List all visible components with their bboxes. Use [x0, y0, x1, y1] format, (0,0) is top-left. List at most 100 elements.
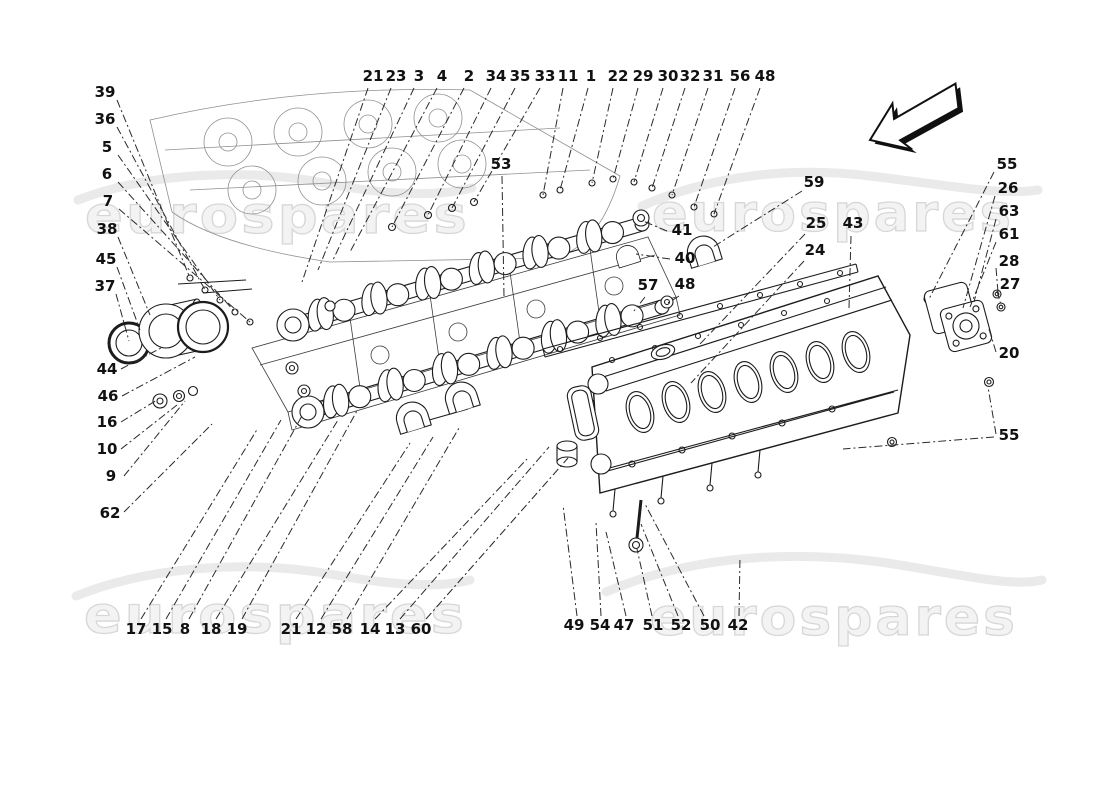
leader-line-7	[118, 208, 251, 323]
part-number-label-40: 40	[675, 249, 696, 267]
part-number-label-14: 14	[360, 620, 381, 638]
part-number-label-1: 1	[586, 67, 596, 85]
watermark-swoosh	[601, 551, 1047, 597]
leader-line-17	[140, 427, 259, 620]
part-number-label-31: 31	[703, 67, 724, 85]
part-number-label-10: 10	[97, 440, 118, 458]
part-number-label-12: 12	[306, 620, 327, 638]
exhaust-flange	[923, 281, 1006, 353]
part-number-label-15: 15	[152, 620, 173, 638]
part-number-label-16: 16	[97, 413, 118, 431]
leader-line-54	[595, 521, 602, 617]
leader-line-27	[996, 290, 1002, 306]
part-number-label-18: 18	[201, 620, 222, 638]
leader-line-41	[642, 220, 668, 232]
part-number-label-60: 60	[411, 620, 432, 638]
part-number-label-35: 35	[510, 67, 531, 85]
leader-line-13	[399, 446, 550, 620]
leader-line-60	[425, 457, 569, 620]
leader-line-33	[473, 87, 541, 203]
part-number-label-49: 49	[564, 616, 585, 634]
part-number-label-37: 37	[95, 277, 116, 295]
leader-line-6	[117, 181, 236, 313]
part-number-label-20: 20	[999, 344, 1020, 362]
leader-line-20	[988, 328, 997, 353]
watermark-swoosh	[637, 167, 1043, 211]
part-number-label-33: 33	[535, 67, 556, 85]
part-number-label-61: 61	[999, 225, 1020, 243]
leader-line-40	[635, 253, 671, 260]
part-number-label-46: 46	[98, 387, 119, 405]
leader-line-53	[501, 175, 505, 298]
part-number-label-26: 26	[998, 179, 1019, 197]
leader-line-16	[120, 399, 158, 423]
camshaft-lower	[291, 299, 670, 429]
part-number-label-5: 5	[102, 138, 112, 156]
part-number-label-41: 41	[672, 221, 693, 239]
part-number-label-54: 54	[590, 616, 611, 634]
bearing-caps	[395, 235, 723, 435]
watermark-text: eurospares	[650, 588, 1018, 648]
leader-line-45	[116, 266, 141, 331]
leader-line-48	[713, 87, 761, 215]
leader-line-19	[241, 408, 359, 620]
leader-line-35	[451, 87, 516, 209]
part-number-label-34: 34	[486, 67, 507, 85]
part-number-label-2: 2	[464, 67, 474, 85]
part-number-label-48: 48	[675, 275, 696, 293]
leader-line-55	[928, 171, 995, 300]
part-number-label-44: 44	[97, 360, 118, 378]
leader-line-39	[116, 99, 191, 279]
oil-seal-rings	[107, 298, 230, 365]
part-number-label-42: 42	[728, 616, 749, 634]
watermark-text: eurospares	[85, 186, 470, 246]
leader-line-5	[117, 154, 221, 301]
part-number-label-50: 50	[700, 616, 721, 634]
leader-line-11	[542, 87, 564, 196]
head-casting	[251, 236, 681, 431]
leader-line-55	[987, 386, 997, 435]
leader-line-56	[693, 87, 736, 208]
leader-line-58	[346, 427, 460, 620]
part-number-label-17: 17	[126, 620, 147, 638]
leader-line-51	[636, 548, 653, 617]
part-number-label-57: 57	[638, 276, 659, 294]
leader-line-38	[117, 236, 151, 316]
leader-line-55	[842, 436, 995, 450]
part-number-label-23: 23	[386, 67, 407, 85]
camshaft-upper	[276, 216, 650, 342]
part-number-label-53: 53	[491, 155, 512, 173]
leader-line-25	[699, 233, 806, 345]
leader-line-32	[651, 87, 686, 189]
leader-line-42	[738, 556, 741, 617]
leader-line-9	[123, 400, 186, 477]
leader-line-26	[962, 195, 996, 309]
stud-and-nut	[628, 499, 644, 553]
leader-line-48	[667, 295, 680, 304]
part-number-label-56: 56	[730, 67, 751, 85]
part-number-label-52: 52	[671, 616, 692, 634]
head-gasket-strip	[542, 263, 859, 358]
part-number-label-11: 11	[558, 67, 579, 85]
part-number-label-43: 43	[843, 214, 864, 232]
intake-ports	[625, 331, 871, 433]
leader-line-8	[188, 413, 304, 620]
part-number-label-8: 8	[180, 620, 190, 638]
leader-line-21	[295, 442, 411, 620]
leader-line-30	[633, 87, 664, 183]
part-number-label-21: 21	[281, 620, 302, 638]
part-number-label-22: 22	[608, 67, 629, 85]
part-number-label-21: 21	[363, 67, 384, 85]
part-number-label-30: 30	[658, 67, 679, 85]
watermark-text: eurospares	[84, 586, 467, 646]
part-number-label-32: 32	[680, 67, 701, 85]
part-number-label-55: 55	[997, 155, 1018, 173]
leader-line-62	[123, 423, 213, 513]
leader-line-44	[120, 347, 162, 370]
cylinder-head-assembly	[107, 175, 723, 468]
leader-line-46	[121, 356, 196, 397]
leader-line-43	[848, 235, 852, 309]
leader-line-21	[301, 87, 369, 283]
engine-block-outline	[149, 88, 621, 263]
